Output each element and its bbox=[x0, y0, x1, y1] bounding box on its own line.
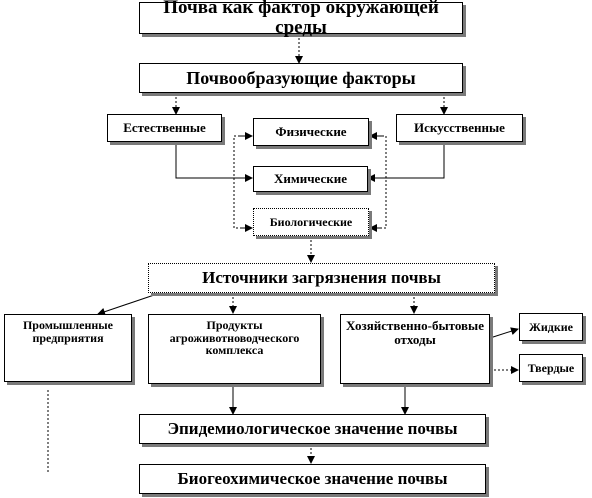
biogeochemical-node: Биогеохимическое значение почвы bbox=[139, 464, 486, 494]
physical-node: Физические bbox=[253, 118, 369, 146]
bracket-left bbox=[233, 135, 252, 229]
soil-factors-node: Почвообразующие факторы bbox=[139, 63, 463, 93]
biological-node: Биологические bbox=[253, 208, 369, 236]
artificial-node: Искусственные bbox=[396, 114, 523, 142]
line-artificial-to-chemical bbox=[367, 142, 445, 182]
industrial-node: Промышленные предприятия bbox=[4, 314, 132, 382]
pollution-sources-node: Источники загрязнения почвы bbox=[148, 263, 495, 293]
solid-node: Твердые bbox=[519, 354, 583, 382]
epidemiological-node: Эпидемиологическое значение почвы bbox=[139, 414, 486, 444]
natural-node: Естественные bbox=[107, 114, 222, 142]
household-node: Хозяйственно-бытовые отходы bbox=[340, 314, 490, 384]
soil-environment-node: Почва как фактор окружающей среды bbox=[139, 0, 463, 37]
agro-node: Продукты агроживотноводческого комплекса bbox=[148, 314, 321, 384]
liquid-node: Жидкие bbox=[519, 313, 583, 341]
arrow-household-to-liquid bbox=[489, 327, 519, 339]
bracket-right bbox=[370, 135, 387, 229]
chemical-node: Химические bbox=[253, 166, 368, 192]
arrow-sources-to-industrial bbox=[97, 292, 161, 316]
line-natural-to-chemical bbox=[175, 142, 253, 182]
